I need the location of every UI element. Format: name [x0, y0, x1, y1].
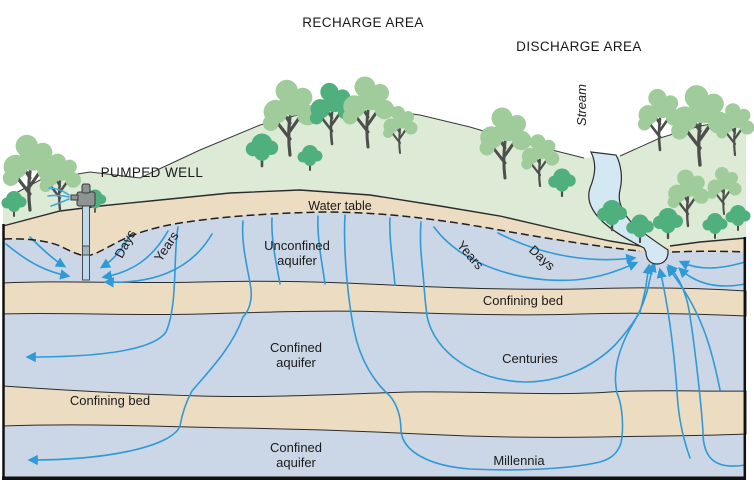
- water-spray-icon: [47, 187, 70, 207]
- confined-aquifer-upper-label-line2: aquifer: [276, 355, 316, 370]
- pumped-well: [47, 183, 96, 281]
- flow-lines: [5, 214, 746, 471]
- flow-deep-left: [25, 226, 253, 466]
- pump-cap: [81, 183, 91, 194]
- pump-body: [76, 191, 96, 207]
- discharge-area-label: DISCHARGE AREA: [516, 39, 642, 54]
- confining-bed-lower-label: Confining bed: [70, 393, 150, 408]
- well-screen: [82, 245, 90, 256]
- flow-centuries: [419, 221, 653, 383]
- unconfined-aquifer-label-line2: aquifer: [277, 253, 317, 268]
- confined-aquifer-lower-label-line2: aquifer: [276, 455, 316, 470]
- millennia-label: Millennia: [493, 453, 545, 468]
- water-table-line: [3, 211, 746, 257]
- pump-spout: [70, 194, 79, 201]
- flow-to-stream-shallow: [433, 226, 746, 287]
- recharge-area-label: RECHARGE AREA: [302, 15, 423, 30]
- stream-channel: [588, 151, 669, 265]
- flow-unconfined-vertical: [241, 215, 396, 286]
- confining-bed-upper-label: Confining bed: [483, 293, 563, 308]
- section-frame: [2, 224, 747, 481]
- water-table-label: Water table: [308, 199, 372, 213]
- centuries-label: Centuries: [502, 351, 558, 366]
- pumped-well-label: PUMPED WELL: [101, 165, 204, 180]
- flow-to-stream-deep: [656, 264, 746, 467]
- confined-aquifer-lower-label-line1: Confined: [270, 440, 322, 455]
- well-casing: [82, 203, 90, 281]
- unconfined-aquifer-label-line1: Unconfined: [264, 238, 330, 253]
- land-surface: [3, 107, 746, 247]
- confined-aquifer-upper-label-line1: Confined: [270, 340, 322, 355]
- stream-label: Stream: [574, 84, 589, 126]
